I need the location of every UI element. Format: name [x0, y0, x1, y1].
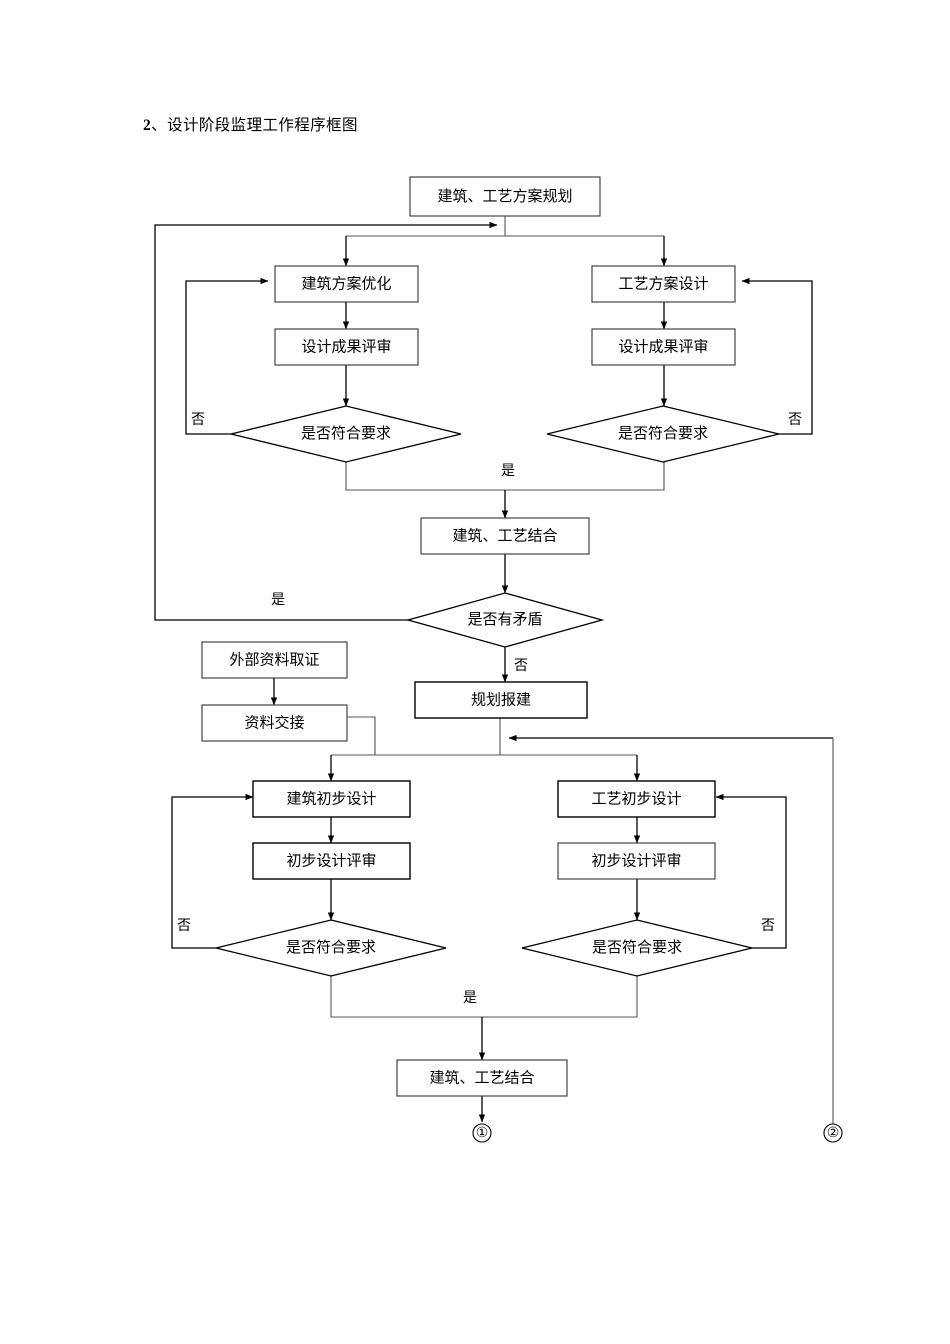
node-n3-box [591, 265, 736, 303]
node-n18-label: 是否符合要求 [592, 939, 682, 956]
edge-n7-no-loop [741, 277, 813, 435]
edge-label-no-4: 否 [177, 919, 191, 934]
node-n12-box [414, 681, 588, 719]
node-n4-box [274, 328, 419, 366]
node-n13-label: 建筑初步设计 [286, 790, 376, 807]
edge-yes-merge-bottom [330, 976, 638, 1018]
node-n2-label: 建筑方案优化 [301, 274, 391, 292]
heading-text: 设计阶段监理工作程序框图 [167, 117, 358, 134]
edge-label-yes-3: 是 [463, 991, 477, 1006]
node-n16-box [557, 842, 716, 880]
node-n15-label: 初步设计评审 [286, 852, 376, 869]
heading-number: 2 [143, 117, 152, 134]
node-n11-box [201, 704, 348, 742]
edge-label-yes-2: 是 [271, 593, 285, 608]
node-n4-label: 设计成果评审 [301, 338, 391, 355]
node-n3-label: 工艺方案设计 [618, 274, 708, 292]
node-n14-label: 工艺初步设计 [591, 790, 681, 807]
node-n8-box [420, 517, 590, 555]
node-n11-label: 资料交接 [244, 713, 304, 731]
node-n10-box [201, 641, 348, 679]
edge-n17-no-loop [171, 793, 254, 949]
connector-two-label: ② [827, 1126, 840, 1141]
node-n5-label: 设计成果评审 [618, 338, 708, 355]
connector-one-label: ① [476, 1126, 489, 1141]
node-n16-label: 初步设计评审 [591, 852, 681, 869]
edge-label-no-2: 否 [788, 413, 802, 428]
node-n9-label: 是否有矛盾 [467, 611, 542, 628]
node-n17-diamond [215, 919, 447, 977]
node-n5-box [591, 328, 736, 366]
node-n19-box [396, 1059, 568, 1097]
edge-n9-yes-loop [154, 221, 498, 621]
edge-label-no-1: 否 [191, 413, 205, 428]
node-n2-box [274, 265, 419, 303]
node-n1-box [409, 176, 601, 217]
node-n9-diamond [405, 592, 605, 648]
node-n7-label: 是否符合要求 [618, 425, 708, 442]
node-n18-diamond [521, 919, 753, 977]
node-n6-label: 是否符合要求 [301, 425, 391, 442]
node-n15-box [252, 842, 411, 880]
page-title: 2、设计阶段监理工作程序框图 [143, 113, 358, 135]
node-n7-diamond [546, 405, 780, 463]
node-n14-box [557, 780, 716, 818]
node-n19-label: 建筑、工艺结合 [429, 1069, 534, 1086]
node-n13-box [252, 780, 411, 818]
node-n6-diamond [230, 405, 462, 463]
edge-label-no-5: 否 [761, 919, 775, 934]
edge-label-yes-1: 是 [501, 464, 515, 479]
node-n10-label: 外部资料取证 [229, 651, 319, 668]
node-n17-label: 是否符合要求 [286, 939, 376, 956]
edge-label-no-3: 否 [514, 659, 528, 674]
connector-two-circle [823, 1123, 843, 1143]
edge-n18-no-loop [715, 793, 787, 949]
heading-separator: 、 [151, 117, 168, 134]
edge-n6-no-loop [185, 277, 269, 435]
node-n8-label: 建筑、工艺结合 [452, 527, 557, 544]
connector-one-circle [472, 1123, 492, 1143]
node-n1-label: 建筑、工艺方案规划 [437, 187, 572, 205]
node-n12-label: 规划报建 [471, 691, 531, 708]
